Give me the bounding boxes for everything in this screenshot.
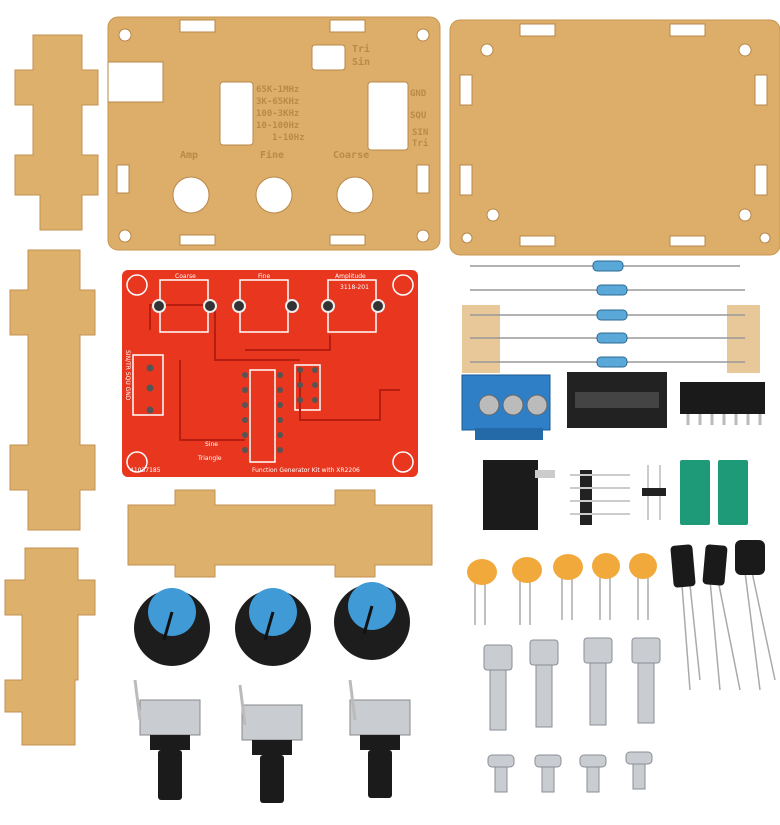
- label-range-5: 1-10Hz: [272, 133, 305, 143]
- label-range-3: 100-3KHz: [256, 109, 299, 119]
- acrylic-side-piece-top: [14, 34, 99, 231]
- label-fine: Fine: [260, 149, 284, 161]
- pin-headers: [570, 465, 666, 525]
- short-screws: [487, 751, 653, 793]
- label-tri: Tri: [352, 43, 370, 55]
- label-sin: Sin: [352, 56, 370, 68]
- acrylic-side-piece-middle: [9, 249, 96, 531]
- pcb-label-code: 41037185: [130, 467, 161, 474]
- long-bolts: [483, 637, 661, 731]
- ceramic-capacitors: [467, 553, 657, 625]
- label-range-2: 3K-65KHz: [256, 97, 299, 107]
- label-gnd: GND: [410, 89, 427, 99]
- label-squ: SQU: [410, 111, 426, 121]
- pcb-label-fine: Fine: [258, 273, 270, 280]
- potentiometers: [133, 679, 411, 803]
- pcb-label-outputs: SIN/TR SQU GND: [124, 350, 131, 401]
- pcb-label-triangle: Triangle: [197, 455, 222, 462]
- screw-terminal-block: [461, 374, 551, 440]
- label-range-1: 65K-1MHz: [256, 85, 299, 95]
- label-amp: Amp: [180, 150, 198, 161]
- resistors: [462, 260, 760, 373]
- pcb-label-amplitude: Amplitude: [335, 273, 366, 280]
- pcb-label-part: 3118-201: [340, 284, 369, 291]
- label-coarse: Coarse: [333, 150, 369, 161]
- xr2206-chip: [680, 382, 765, 425]
- potentiometer-knobs: [134, 582, 410, 666]
- label-range-4: 10-100Hz: [256, 121, 299, 131]
- label-sin-out: SIN: [412, 128, 428, 138]
- pcb-label-coarse: Coarse: [175, 273, 196, 280]
- jumper-caps: [680, 460, 748, 525]
- acrylic-bar-piece: [127, 489, 433, 578]
- pcb-label-sine: Sine: [205, 441, 218, 448]
- acrylic-front-panel: Tri Sin 65K-1MHz 3K-65KHz 100-3KHz 10-10…: [107, 16, 441, 251]
- label-tri-out: Tri: [412, 138, 429, 149]
- dc-power-jack: [483, 460, 555, 530]
- acrylic-side-piece-bottom: [4, 547, 96, 746]
- acrylic-back-panel: [449, 19, 780, 256]
- ic-socket: [567, 372, 667, 428]
- electrolytic-capacitors: [670, 540, 776, 691]
- pcb-label-title: Function Generator Kit with XR2206: [252, 467, 360, 474]
- xr2206-pcb: Coarse Fine Amplitude 3118-201 Function …: [122, 270, 418, 477]
